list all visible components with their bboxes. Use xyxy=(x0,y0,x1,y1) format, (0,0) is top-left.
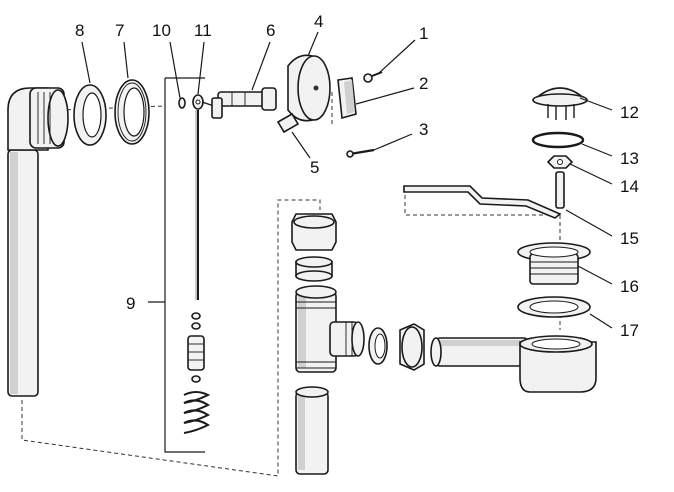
drain-shoe xyxy=(430,335,597,393)
callout-1: 1 xyxy=(419,24,428,43)
callout-10: 10 xyxy=(152,21,171,40)
part-14-nut xyxy=(546,155,574,169)
callout-16: 16 xyxy=(620,277,639,296)
part-16-drain-flange xyxy=(517,242,591,285)
part-5-clip xyxy=(276,112,300,134)
part-13-o-ring xyxy=(531,131,585,149)
callout-8: 8 xyxy=(75,21,84,40)
callout-7: 7 xyxy=(115,21,124,40)
part-12-stopper-cap xyxy=(531,87,589,120)
callout-15: 15 xyxy=(620,229,639,248)
callout-13: 13 xyxy=(620,149,639,168)
callout-14: 14 xyxy=(620,177,639,196)
part-6-lever-shaft xyxy=(211,87,277,119)
callout-4: 4 xyxy=(314,12,323,31)
part-1-screw xyxy=(363,71,383,83)
part-3-long-screw xyxy=(346,148,375,158)
callout-3: 3 xyxy=(419,120,428,139)
part-2-lever-handle xyxy=(337,77,357,120)
part-8-gasket xyxy=(73,84,107,146)
overflow-elbow-tube xyxy=(7,87,69,397)
tee-assembly xyxy=(291,213,365,475)
callout-5: 5 xyxy=(310,158,319,177)
callout-numbers: 1 2 3 4 5 6 7 8 9 10 11 12 13 14 15 16 1… xyxy=(75,12,639,340)
linkage-rod-assembly xyxy=(178,94,221,434)
part-15-trip-lever xyxy=(403,171,565,219)
callout-9: 9 xyxy=(126,294,135,313)
callout-17: 17 xyxy=(620,321,639,340)
leader-lines xyxy=(81,31,613,329)
part-7-ring xyxy=(114,79,150,145)
part-4-overflow-plate xyxy=(287,54,331,122)
assembly-guide-lines xyxy=(21,92,561,477)
callout-6: 6 xyxy=(266,21,275,40)
callout-11: 11 xyxy=(194,21,212,40)
callout-2: 2 xyxy=(419,74,428,93)
linkage-bracket xyxy=(148,77,205,453)
side-ring-and-nut xyxy=(368,323,425,371)
part-17-gasket xyxy=(517,296,591,318)
callout-12: 12 xyxy=(620,103,639,122)
